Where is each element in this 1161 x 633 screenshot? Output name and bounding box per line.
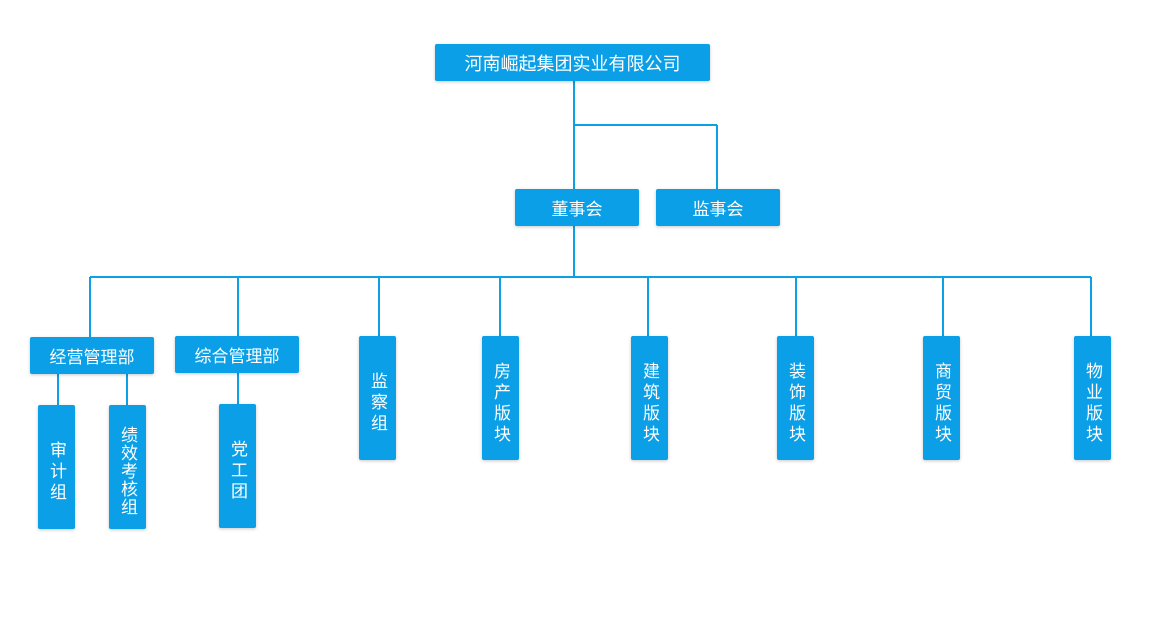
node-real-estate-segment: 房产版块 [482, 336, 519, 460]
node-commerce-trade-segment: 商贸版块 [923, 336, 960, 460]
node-operations-management-dept: 经营管理部 [30, 337, 154, 374]
node-inspection-group: 监察组 [359, 336, 396, 460]
node-supervisory-board: 监事会 [656, 189, 780, 226]
node-general-management-dept: 综合管理部 [175, 336, 299, 373]
node-property-segment: 物业版块 [1074, 336, 1111, 460]
node-audit-group: 审计组 [38, 405, 75, 529]
node-performance-assessment-group: 绩效考核组 [109, 405, 146, 529]
node-party-league: 党工团 [219, 404, 256, 528]
node-company: 河南崛起集团实业有限公司 [435, 44, 710, 81]
node-decoration-segment: 装饰版块 [777, 336, 814, 460]
node-board-of-directors: 董事会 [515, 189, 639, 226]
node-construction-segment: 建筑版块 [631, 336, 668, 460]
